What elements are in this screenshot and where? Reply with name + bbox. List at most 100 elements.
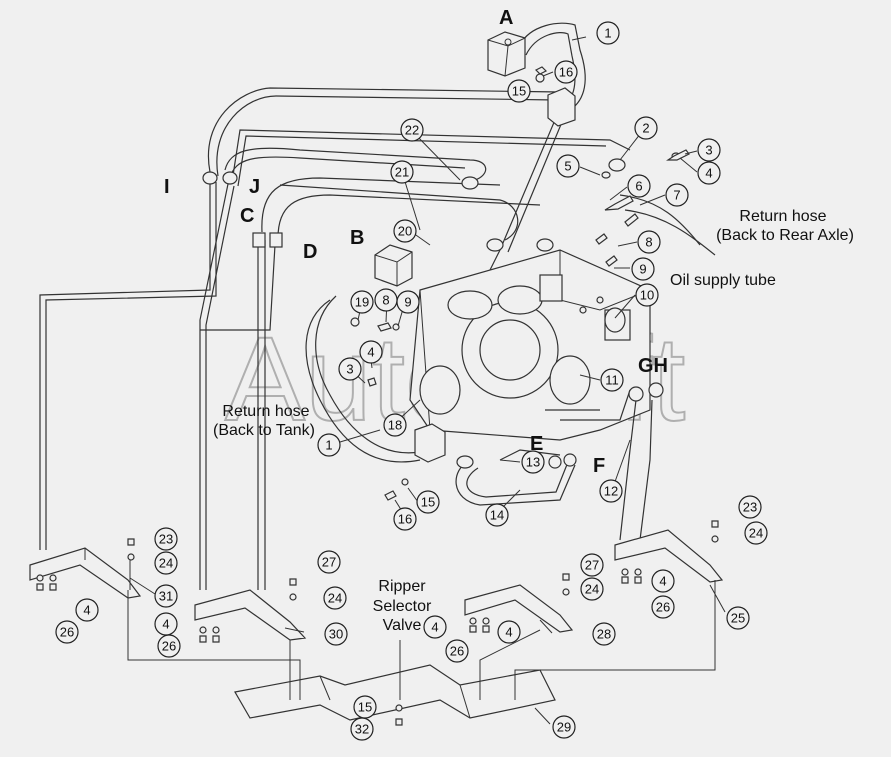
svg-text:7: 7: [673, 188, 680, 203]
svg-text:24: 24: [159, 556, 173, 571]
label-back-to-rear-axle: (Back to Rear Axle): [716, 227, 854, 244]
svg-text:27: 27: [585, 558, 599, 573]
svg-text:2: 2: [642, 121, 649, 136]
callout-5: 5: [556, 154, 580, 178]
letter-i: I: [164, 176, 170, 198]
label-back-to-tank: (Back to Tank): [213, 422, 315, 439]
callout-4-mid: 4: [359, 340, 383, 364]
svg-text:29: 29: [557, 720, 571, 735]
letter-e: E: [530, 433, 543, 455]
letter-j: J: [249, 176, 260, 198]
callout-29: 29: [552, 715, 576, 739]
callout-18: 18: [383, 413, 407, 437]
svg-text:25: 25: [731, 611, 745, 626]
leader-lines: [127, 555, 716, 700]
callout-13: 13: [521, 450, 545, 474]
svg-text:4: 4: [705, 166, 712, 181]
callout-24-right: 24: [744, 521, 768, 545]
svg-text:24: 24: [585, 582, 599, 597]
label-return-hose-tank: Return hose: [222, 403, 309, 420]
svg-text:24: 24: [328, 591, 342, 606]
svg-text:4: 4: [367, 345, 374, 360]
callout-27-midright: 27: [580, 553, 604, 577]
callout-16-top: 16: [554, 60, 578, 84]
svg-text:3: 3: [705, 143, 712, 158]
callout-10: 10: [635, 283, 659, 307]
pipe-22: [224, 147, 487, 181]
bracket-30: [194, 589, 307, 641]
svg-text:4: 4: [505, 625, 512, 640]
svg-text:26: 26: [656, 600, 670, 615]
callout-4-right-bracket: 4: [651, 569, 675, 593]
block-b: [374, 244, 413, 287]
block-a: [487, 31, 526, 77]
label-valve: Valve: [383, 617, 422, 634]
callout-26-left: 26: [55, 620, 79, 644]
svg-text:16: 16: [559, 65, 573, 80]
return-hose-rear: [619, 194, 701, 246]
callout-12: 12: [599, 479, 623, 503]
callout-24-midright: 24: [580, 577, 604, 601]
svg-text:16: 16: [398, 512, 412, 527]
fittings: [202, 149, 690, 501]
callout-15-lower: 15: [416, 490, 440, 514]
letter-d: D: [303, 241, 317, 263]
callout-20: 20: [393, 219, 417, 243]
svg-text:24: 24: [749, 526, 763, 541]
svg-text:26: 26: [162, 639, 176, 654]
callout-4-midright-b: 4: [497, 620, 521, 644]
letter-f: F: [593, 455, 605, 477]
hose-j-route: [199, 129, 631, 590]
callout-4-midright-a: 4: [423, 615, 447, 639]
label-selector: Selector: [373, 598, 432, 615]
svg-text:21: 21: [395, 165, 409, 180]
callout-3-right: 3: [697, 138, 721, 162]
callout-22: 22: [400, 118, 424, 142]
callout-9-right: 9: [631, 257, 655, 281]
svg-text:28: 28: [597, 627, 611, 642]
svg-text:12: 12: [604, 484, 618, 499]
svg-text:4: 4: [431, 620, 438, 635]
callout-23-right: 23: [738, 495, 762, 519]
callout-26-midright: 26: [445, 639, 469, 663]
svg-text:32: 32: [355, 722, 369, 737]
bracket-28: [464, 584, 574, 633]
svg-text:4: 4: [83, 603, 90, 618]
callout-24-left: 24: [154, 551, 178, 575]
bracket-29: [234, 664, 556, 721]
bracket-31: [29, 547, 142, 599]
bolts: [36, 520, 719, 726]
callout-14: 14: [485, 503, 509, 527]
callout-9-left: 9: [396, 290, 420, 314]
flange-lower: [414, 423, 446, 463]
svg-text:9: 9: [404, 295, 411, 310]
letter-a: A: [499, 7, 513, 29]
callout-1-top: 1: [596, 21, 620, 45]
svg-text:5: 5: [564, 159, 571, 174]
svg-text:15: 15: [421, 495, 435, 510]
svg-text:8: 8: [382, 293, 389, 308]
hose-i-route: [39, 87, 561, 550]
bracket-25: [614, 529, 724, 583]
callout-8-right: 8: [637, 230, 661, 254]
label-oil-supply-tube: Oil supply tube: [670, 272, 776, 289]
callout-4-midleft: 4: [154, 612, 178, 636]
letter-gh: GH: [638, 355, 668, 377]
svg-text:22: 22: [405, 123, 419, 138]
callout-19: 19: [350, 290, 374, 314]
callout-28: 28: [592, 622, 616, 646]
callout-32: 32: [350, 717, 374, 741]
svg-text:19: 19: [355, 295, 369, 310]
callout-27-midleft: 27: [317, 550, 341, 574]
label-return-hose-rear: Return hose: [739, 208, 826, 225]
callout-3-mid: 3: [338, 357, 362, 381]
callout-4-right: 4: [697, 161, 721, 185]
hose-a-route: [519, 22, 586, 111]
callout-21: 21: [390, 160, 414, 184]
svg-text:1: 1: [604, 26, 611, 41]
svg-text:26: 26: [450, 644, 464, 659]
svg-text:23: 23: [743, 500, 757, 515]
svg-text:6: 6: [635, 179, 642, 194]
pipe-21: [279, 184, 519, 241]
